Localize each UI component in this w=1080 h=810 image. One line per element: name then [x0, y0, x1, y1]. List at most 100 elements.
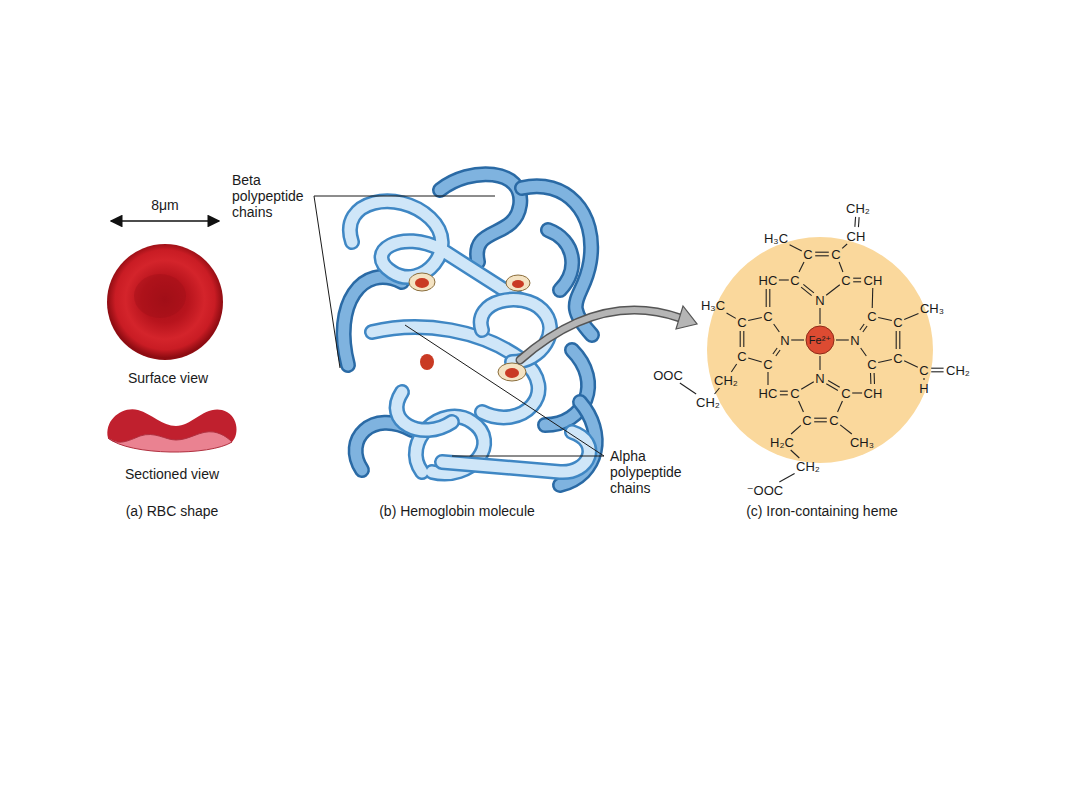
- pointer-arrowhead: [676, 306, 697, 329]
- atom-label: C: [802, 414, 811, 427]
- pointer-arrow: [520, 310, 680, 360]
- bond-line: [858, 217, 860, 227]
- heme-iron: [512, 280, 524, 288]
- bond-line: [799, 401, 804, 412]
- bond-line: [878, 359, 892, 362]
- heme-iron: [415, 278, 429, 288]
- alpha-ribbon: [442, 432, 589, 472]
- atom-label: CH: [864, 274, 883, 287]
- caption-label: (b) Hemoglobin molecule: [379, 503, 535, 520]
- bond-line: [923, 378, 924, 380]
- bond-line: [780, 394, 788, 395]
- atom-label: H: [919, 382, 928, 395]
- atom-label: C: [867, 310, 876, 323]
- bond-line: [853, 278, 861, 279]
- bond-line: [715, 388, 720, 394]
- heme-disc: [506, 275, 530, 291]
- atom-label: HC: [759, 387, 778, 400]
- bond-line: [826, 384, 838, 391]
- bond-line: [854, 217, 856, 227]
- atom-label: C: [841, 387, 850, 400]
- bond-line: [826, 285, 840, 295]
- bond-line: [801, 287, 812, 295]
- bond-line: [853, 281, 861, 282]
- alpha-ribbon: [397, 392, 452, 430]
- bond-line: [791, 425, 801, 434]
- heme-iron: [420, 354, 434, 370]
- chain-label: Beta polypeptide chains: [232, 172, 316, 220]
- caption-label: Surface view: [128, 370, 208, 387]
- atom-label: CH₃: [920, 302, 944, 315]
- chain-label: Alpha polypeptide chains: [610, 448, 694, 496]
- bond-line: [836, 339, 849, 340]
- heme-iron: [505, 368, 519, 378]
- leader-line: [405, 325, 604, 456]
- bond-line: [861, 348, 867, 356]
- bond-line: [896, 331, 897, 349]
- atom-label: C: [737, 316, 746, 329]
- bond-line: [780, 391, 788, 392]
- atom-label: CH: [847, 230, 866, 243]
- atom-label: N: [815, 294, 824, 307]
- bond-line: [904, 361, 918, 367]
- alpha-ribbon: [481, 300, 550, 362]
- bond-line: [878, 317, 892, 320]
- beta-ribbon: [522, 186, 592, 335]
- atom-label: C: [790, 274, 799, 287]
- bond-line: [766, 289, 767, 307]
- bond-line: [803, 284, 814, 292]
- atom-label: N: [850, 334, 859, 347]
- atom-label: CH₂: [714, 374, 738, 387]
- bond-line: [731, 364, 736, 372]
- alpha-ribbon: [350, 201, 520, 300]
- atom-label: N: [780, 334, 789, 347]
- alpha-ribbon: [350, 201, 520, 300]
- caption-label: (a) RBC shape: [126, 503, 219, 520]
- bond-line: [779, 473, 794, 482]
- heme-disc: [409, 273, 435, 291]
- bond-line: [748, 358, 762, 362]
- atom-label: C: [803, 248, 812, 261]
- bond-line: [904, 314, 918, 320]
- alpha-ribbon: [397, 392, 452, 430]
- atom-label: C: [867, 358, 876, 371]
- leader-line: [452, 456, 604, 457]
- bond-line: [870, 373, 871, 384]
- bond-line: [931, 368, 943, 369]
- atom-label: C: [893, 316, 902, 329]
- dimension-label: 8μm: [151, 197, 179, 214]
- bond-line: [799, 262, 804, 272]
- dimension-arrow: [111, 220, 219, 222]
- atom-label: N: [815, 372, 824, 385]
- bond-line: [815, 252, 829, 253]
- leader-line: [314, 196, 340, 368]
- bond-line: [872, 288, 874, 308]
- bond-line: [774, 324, 780, 332]
- rbc-concavity: [134, 274, 186, 318]
- atom-label: OOC: [653, 369, 683, 382]
- iron-atom: [806, 326, 834, 354]
- bond-line: [814, 418, 827, 419]
- bond-line: [840, 425, 852, 434]
- bond-line: [852, 392, 862, 393]
- heme-disc: [498, 363, 526, 381]
- bond-line: [814, 421, 827, 422]
- bond-line: [776, 350, 780, 356]
- bond-line: [767, 372, 768, 385]
- atom-label: CH: [864, 387, 883, 400]
- bond-line: [842, 244, 847, 248]
- bond-line: [727, 313, 736, 318]
- atom-label: CH₂: [796, 460, 820, 473]
- heme-discs: [409, 273, 530, 381]
- bond-line: [819, 308, 820, 324]
- atom-label: C: [893, 352, 902, 365]
- bond-line: [773, 348, 777, 354]
- pointer-arrow: [520, 310, 680, 360]
- atom-label: C: [829, 414, 838, 427]
- bond-line: [801, 382, 814, 390]
- bond-line: [819, 356, 820, 370]
- beta-ribbon: [548, 230, 572, 290]
